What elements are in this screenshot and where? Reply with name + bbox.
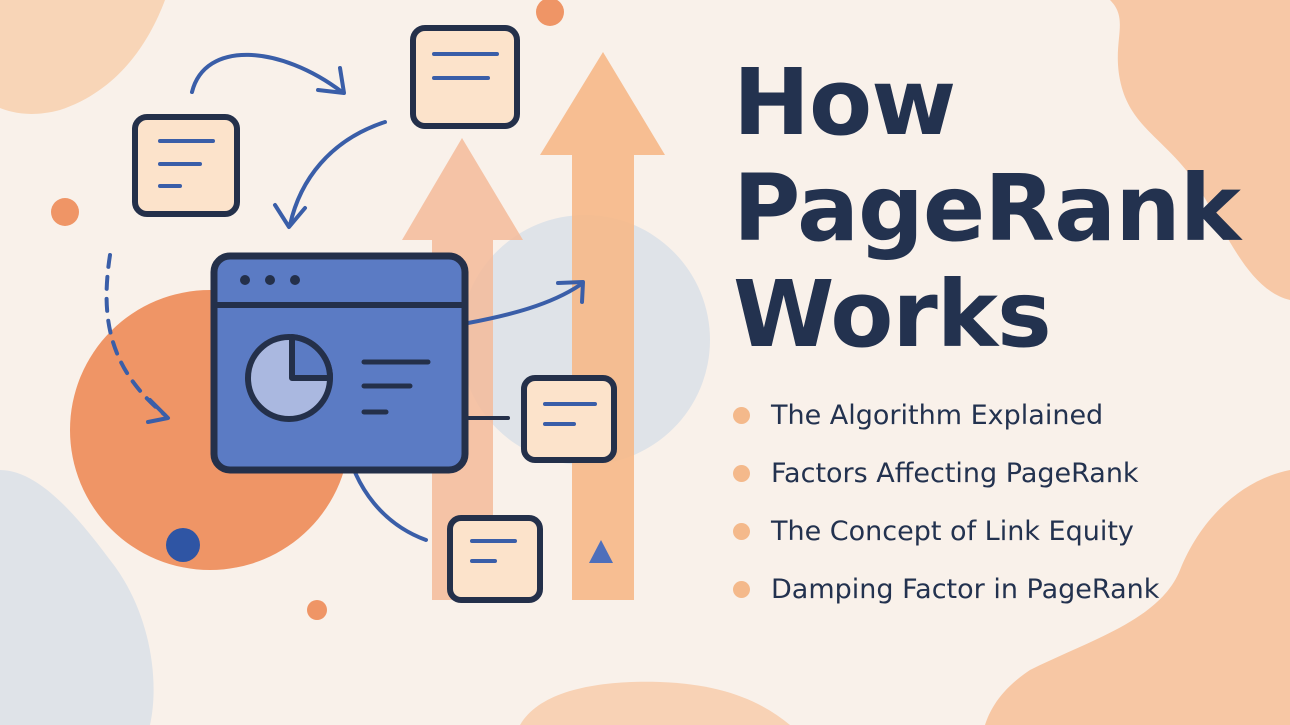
list-item-label: Damping Factor in PageRank bbox=[771, 573, 1160, 605]
orange-dot-top bbox=[536, 0, 564, 26]
triangle-icon bbox=[589, 540, 613, 563]
list-item: Factors Affecting PageRank bbox=[733, 444, 1159, 502]
bullet-dot-icon bbox=[733, 580, 750, 598]
blob-bottom-center bbox=[520, 681, 790, 725]
link-arrow-icon-down bbox=[288, 120, 387, 227]
blob-bottom-left-gray bbox=[0, 470, 154, 725]
topic-list: The Algorithm Explained Factors Affectin… bbox=[733, 386, 1159, 618]
list-item: Damping Factor in PageRank bbox=[733, 560, 1159, 618]
page-title: How PageRank Works bbox=[733, 49, 1241, 368]
blue-dot bbox=[166, 528, 200, 562]
orange-dot-left bbox=[51, 198, 79, 226]
blob-top-right bbox=[1110, 0, 1290, 300]
document-card-icon-top bbox=[410, 25, 520, 129]
document-card-icon-right bbox=[521, 375, 617, 463]
list-item-label: Factors Affecting PageRank bbox=[771, 457, 1139, 489]
up-arrow-icon-right bbox=[540, 52, 665, 600]
list-item-label: The Algorithm Explained bbox=[771, 399, 1104, 431]
bullet-dot-icon bbox=[733, 522, 750, 540]
document-card-icon-left bbox=[132, 114, 240, 217]
link-arrow-icon-top bbox=[190, 52, 344, 94]
title-line-2: PageRank bbox=[733, 155, 1241, 262]
link-arrow-icon-right bbox=[466, 283, 582, 325]
orange-dot-bottom bbox=[307, 600, 327, 620]
blob-top-left bbox=[0, 0, 165, 114]
title-line-1: How bbox=[733, 49, 956, 156]
blob-bottom-right bbox=[985, 470, 1290, 725]
browser-window-icon bbox=[210, 252, 469, 474]
list-item-label: The Concept of Link Equity bbox=[771, 515, 1134, 547]
bullet-dot-icon bbox=[733, 406, 750, 424]
dashed-link-arrow-icon bbox=[104, 253, 167, 417]
list-item: The Algorithm Explained bbox=[733, 386, 1159, 444]
bullet-dot-icon bbox=[733, 464, 750, 482]
list-item: The Concept of Link Equity bbox=[733, 502, 1159, 560]
pie-chart-icon bbox=[245, 334, 334, 422]
document-card-icon-bottom bbox=[447, 515, 543, 603]
title-line-3: Works bbox=[733, 261, 1052, 368]
